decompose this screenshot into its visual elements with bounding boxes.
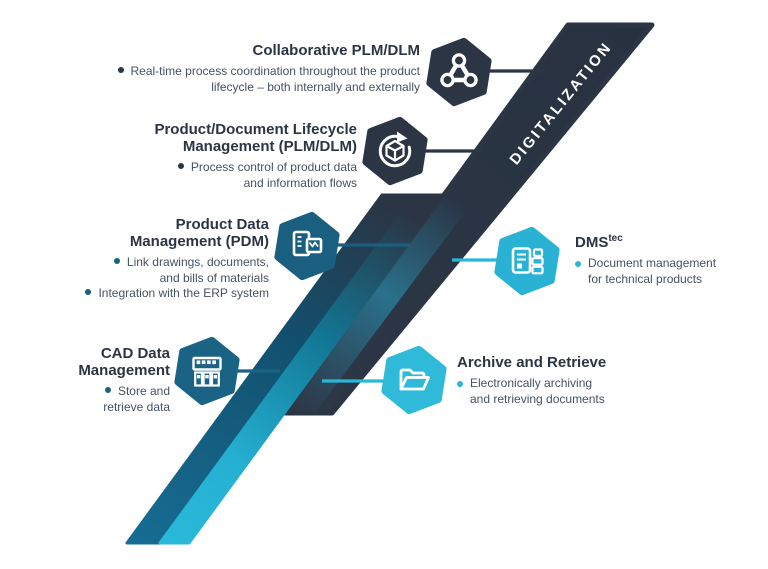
collaborative-bullet-line2: lifecycle – both internally and external… (211, 79, 420, 94)
bullet-dot (575, 261, 581, 267)
section-cad: CAD Data Management Store and retrieve d… (78, 345, 170, 415)
bullet-dot (177, 163, 184, 169)
section-pdm: Product Data Management (PDM) Link drawi… (85, 216, 269, 302)
dms-title: DMStec (575, 233, 623, 251)
bullet-dot (104, 387, 111, 393)
hexagon-plm (362, 116, 428, 186)
hexagon-pdm (274, 211, 340, 281)
hexagon-cad (174, 336, 240, 406)
pdm-bullet1-line2: and bills of materials (159, 270, 269, 285)
bullet-dot (117, 67, 124, 73)
collaborative-title: Collaborative PLM/DLM (252, 42, 420, 59)
archive-bullet-line1: Electronically archiving (470, 376, 593, 390)
cube-sync-icon (378, 131, 412, 168)
section-dms: DMStec Document management for technical… (575, 230, 716, 287)
open-folder-icon (399, 368, 430, 391)
archive-bullet-line2: and retrieving documents (470, 391, 605, 406)
plm-bullet-line1: Process control of product data (190, 160, 357, 174)
archive-title: Archive and Retrieve (457, 354, 607, 371)
dms-bullet-line1: Document management (588, 256, 717, 270)
collaborative-bullet-line1: Real-time process coordination throughou… (130, 64, 421, 78)
hexagon-collaborative (426, 37, 492, 107)
network-nodes-icon (440, 53, 478, 88)
cad-title-line2: Management (78, 362, 170, 379)
bullet-dot (113, 258, 120, 264)
plm-bullet-line2: and information flows (243, 175, 357, 190)
dms-bullet-line2: for technical products (588, 271, 703, 286)
cad-title-line1: CAD Data (100, 345, 170, 362)
section-collaborative: Collaborative PLM/DLM Real-time process … (117, 42, 421, 95)
cad-bullet-line2: retrieve data (103, 399, 170, 414)
hexagon-archive (381, 345, 447, 415)
dms-title-superscript: tec (608, 233, 623, 244)
cad-bullet-line1: Store and (117, 384, 170, 398)
section-archive: Archive and Retrieve Electronically arch… (457, 354, 606, 407)
pdm-title-line2: Management (PDM) (129, 233, 269, 250)
cyan-stripe (158, 193, 446, 545)
section-plm-dlm: Product/Document Lifecycle Management (P… (154, 121, 357, 191)
band-glow (285, 195, 478, 413)
document-list-icon (511, 247, 544, 275)
plm-title-line2: Management (PLM/DLM) (182, 138, 357, 155)
pdm-bullet1-line1: Link drawings, documents, (126, 255, 269, 269)
bullet-dot (85, 289, 92, 295)
bullet-dot (457, 381, 463, 387)
linked-documents-icon (292, 230, 323, 257)
storage-rack-icon (192, 356, 222, 387)
plm-title-line1: Product/Document Lifecycle (154, 121, 357, 138)
pdm-title-line1: Product Data (175, 216, 269, 233)
pdm-bullet2: Integration with the ERP system (98, 286, 269, 300)
hexagon-dms (494, 226, 560, 296)
